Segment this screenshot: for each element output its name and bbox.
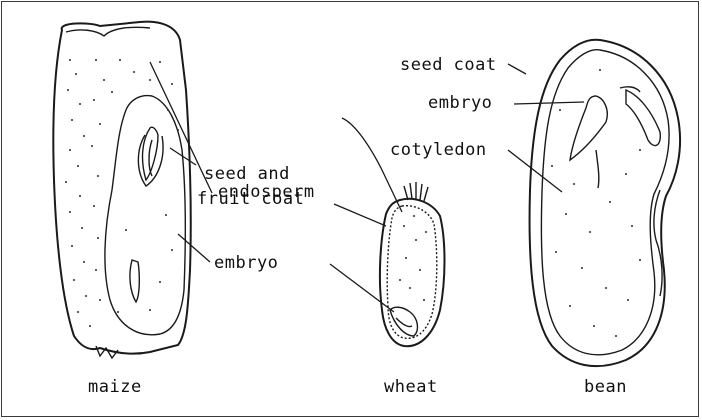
wheat-seed-drawing [380,182,445,346]
label-fruit-coat: fruit coat [197,189,304,209]
caption-wheat: wheat [384,377,438,397]
label-embryo-maize: embryo [214,253,278,273]
caption-maize: maize [88,377,142,397]
label-seed-and: seed and [204,164,290,184]
label-embryo-bean: embryo [428,93,492,113]
caption-bean: bean [584,377,627,397]
leader-endosperm-wheat [342,118,402,212]
leader-seed-fruit-coat-wheat [334,204,386,226]
leader-seed-coat [508,64,526,74]
bean-seed-drawing [530,40,681,366]
wheat-brush [404,182,428,201]
label-seed-coat: seed coat [400,55,497,75]
label-cotyledon: cotyledon [390,140,487,160]
maize-seed-drawing [53,22,191,358]
leader-lines [150,62,584,312]
